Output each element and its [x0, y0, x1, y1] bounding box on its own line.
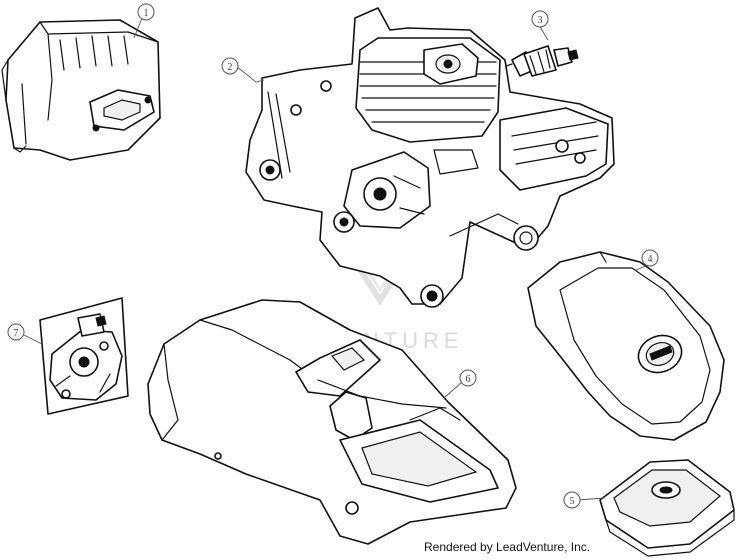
callout-number: 5: [570, 496, 575, 507]
callout-circle: [641, 249, 659, 267]
air-filter-cover-part[interactable]: [527, 251, 725, 441]
callout-6[interactable]: 6: [459, 369, 477, 387]
top-cover-part[interactable]: [147, 299, 517, 545]
footer-credit: Rendered by LeadVenture, Inc.: [424, 540, 591, 554]
callout-circle: [531, 10, 549, 28]
leader-lines: [21, 17, 647, 501]
callout-4[interactable]: 4: [641, 249, 659, 267]
crankcase-engine-part[interactable]: [245, 7, 615, 308]
callout-1[interactable]: 1: [137, 3, 155, 21]
callout-circle: [137, 3, 155, 21]
callout-number: 1: [144, 8, 149, 19]
muffler-part[interactable]: [1, 19, 161, 161]
callout-number: 6: [466, 374, 471, 385]
callout-2[interactable]: 2: [221, 57, 239, 75]
callout-circle: [221, 57, 239, 75]
callout-circle: [563, 491, 581, 509]
callout-number: 3: [538, 15, 543, 26]
callout-circle: [7, 323, 25, 341]
callout-5[interactable]: 5: [563, 491, 581, 509]
callout-7[interactable]: 7: [7, 323, 25, 341]
callout-circle: [459, 369, 477, 387]
callout-number: 7: [14, 328, 19, 339]
air-filter-part[interactable]: [599, 459, 735, 557]
carburetor-part[interactable]: [39, 297, 129, 415]
callout-number: 4: [648, 254, 653, 265]
callout-3[interactable]: 3: [531, 10, 549, 28]
callout-number: 2: [228, 62, 233, 73]
spark-plug-part[interactable]: [505, 45, 579, 77]
